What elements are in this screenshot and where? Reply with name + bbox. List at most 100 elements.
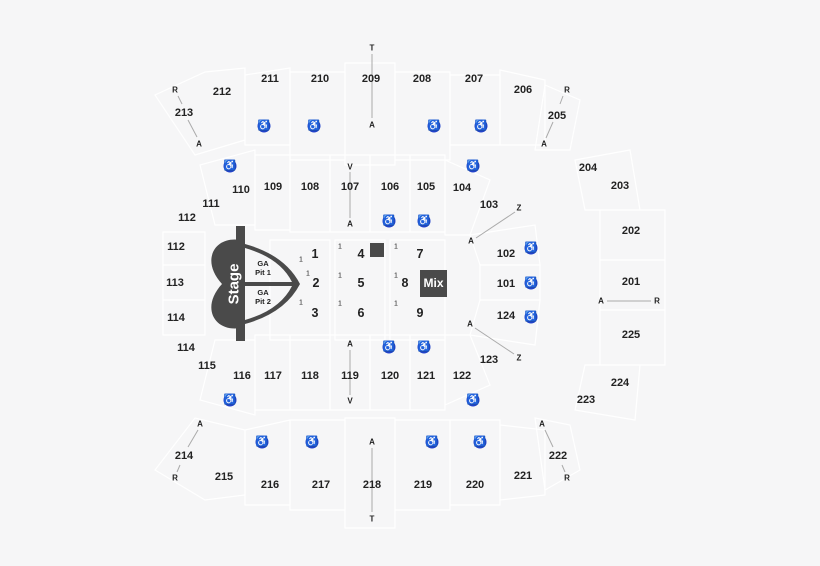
wheelchair-icon: ♿ (223, 159, 237, 173)
lower-section[interactable]: 102 (496, 248, 516, 260)
floor-section[interactable]: 9 (416, 306, 424, 320)
upper-section[interactable]: 213 (174, 107, 194, 119)
upper-section[interactable]: 204 (578, 162, 598, 174)
lower-section[interactable]: 107 (340, 181, 360, 193)
lower-section[interactable]: 120 (380, 370, 400, 382)
pit-2-label-ga: GA (257, 288, 269, 297)
upper-section[interactable]: 206 (513, 84, 533, 96)
lower-section[interactable]: 115 (198, 360, 216, 372)
wheelchair-icon: ♿ (305, 435, 319, 449)
row-marker: R (172, 85, 178, 95)
lower-section[interactable]: 101 (496, 278, 516, 290)
pit-1-label-ga: GA (257, 259, 269, 268)
upper-section[interactable]: 214 (174, 450, 194, 462)
lower-section[interactable]: 114 (177, 342, 195, 354)
row-number: 1 (394, 243, 398, 251)
upper-section[interactable]: 201 (621, 276, 641, 288)
lower-section[interactable]: 114 (167, 312, 185, 324)
upper-section[interactable]: 224 (610, 377, 630, 389)
floor-section[interactable]: 6 (357, 306, 365, 320)
lower-section[interactable]: 108 (300, 181, 320, 193)
row-number: 1 (394, 300, 398, 308)
row-marker: Z (516, 353, 522, 363)
floor-section[interactable]: 5 (357, 276, 365, 290)
upper-section[interactable]: 215 (214, 471, 234, 483)
upper-section[interactable]: 223 (576, 394, 596, 406)
upper-section[interactable]: 207 (464, 73, 484, 85)
upper-section[interactable]: 208 (412, 73, 432, 85)
wheelchair-icon: ♿ (257, 119, 271, 133)
wheelchair-icon: ♿ (474, 119, 488, 133)
lower-section[interactable]: 112 (167, 241, 185, 253)
row-marker: A (347, 339, 353, 349)
lower-section[interactable]: 103 (479, 199, 499, 211)
upper-section[interactable]: 212 (212, 86, 232, 98)
floor-section[interactable]: 7 (416, 247, 424, 261)
stage-label: Stage (225, 263, 243, 305)
lower-section[interactable]: 124 (496, 310, 516, 322)
pit-1-label-name: Pit 1 (255, 268, 271, 277)
row-marker: A (541, 139, 547, 149)
row-marker: A (347, 219, 353, 229)
row-marker: A (539, 419, 545, 429)
row-marker: T (369, 514, 375, 524)
wheelchair-icon: ♿ (307, 119, 321, 133)
upper-section[interactable]: 216 (260, 479, 280, 491)
upper-section[interactable]: 205 (547, 110, 567, 122)
upper-section[interactable]: 211 (261, 73, 279, 85)
lower-section[interactable]: 109 (263, 181, 283, 193)
wheelchair-icon: ♿ (417, 340, 431, 354)
lower-section[interactable]: 117 (264, 370, 282, 382)
row-marker: R (564, 85, 570, 95)
upper-section[interactable]: 217 (311, 479, 331, 491)
lower-section[interactable]: 123 (479, 354, 499, 366)
upper-section[interactable]: 220 (465, 479, 485, 491)
row-number: 1 (306, 270, 310, 278)
wheelchair-icon: ♿ (524, 276, 538, 290)
wheelchair-icon: ♿ (473, 435, 487, 449)
lower-section[interactable]: 113 (166, 277, 184, 289)
wheelchair-icon: ♿ (425, 435, 439, 449)
upper-section[interactable]: 221 (513, 470, 533, 482)
row-marker: A (197, 419, 203, 429)
lower-section[interactable]: 110 (232, 184, 250, 196)
lower-section[interactable]: 116 (233, 370, 251, 382)
row-number: 1 (338, 243, 342, 251)
upper-section[interactable]: 203 (610, 180, 630, 192)
lower-section[interactable]: 105 (416, 181, 436, 193)
floor-section[interactable]: 4 (357, 247, 365, 261)
upper-section[interactable]: 209 (361, 73, 381, 85)
lower-section[interactable]: 121 (416, 370, 436, 382)
lower-section[interactable]: 104 (452, 182, 472, 194)
lower-section[interactable]: 112 (178, 212, 196, 224)
floor-section[interactable]: 1 (311, 247, 319, 261)
wheelchair-icon: ♿ (427, 119, 441, 133)
wheelchair-icon: ♿ (255, 435, 269, 449)
lower-section[interactable]: 111 (202, 198, 220, 210)
console-box (370, 243, 384, 257)
floor-section[interactable]: 3 (311, 306, 319, 320)
row-marker: V (347, 162, 353, 172)
lower-section[interactable]: 119 (341, 370, 359, 382)
wheelchair-icon: ♿ (417, 214, 431, 228)
upper-section[interactable]: 225 (621, 329, 641, 341)
mix-position: Mix (420, 270, 447, 297)
row-marker: T (369, 43, 375, 53)
upper-section[interactable]: 222 (548, 450, 568, 462)
row-number: 1 (338, 272, 342, 280)
upper-section[interactable]: 218 (362, 479, 382, 491)
floor-section[interactable]: 2 (312, 276, 320, 290)
row-number: 1 (394, 272, 398, 280)
upper-section[interactable]: 210 (310, 73, 330, 85)
lower-section[interactable]: 122 (452, 370, 472, 382)
lower-section[interactable]: 106 (380, 181, 400, 193)
floor-section[interactable]: 8 (401, 276, 409, 290)
lower-section[interactable]: 118 (301, 370, 319, 382)
wheelchair-icon: ♿ (466, 393, 480, 407)
row-marker: A (598, 296, 604, 306)
upper-section[interactable]: 202 (621, 225, 641, 237)
upper-section[interactable]: 219 (413, 479, 433, 491)
